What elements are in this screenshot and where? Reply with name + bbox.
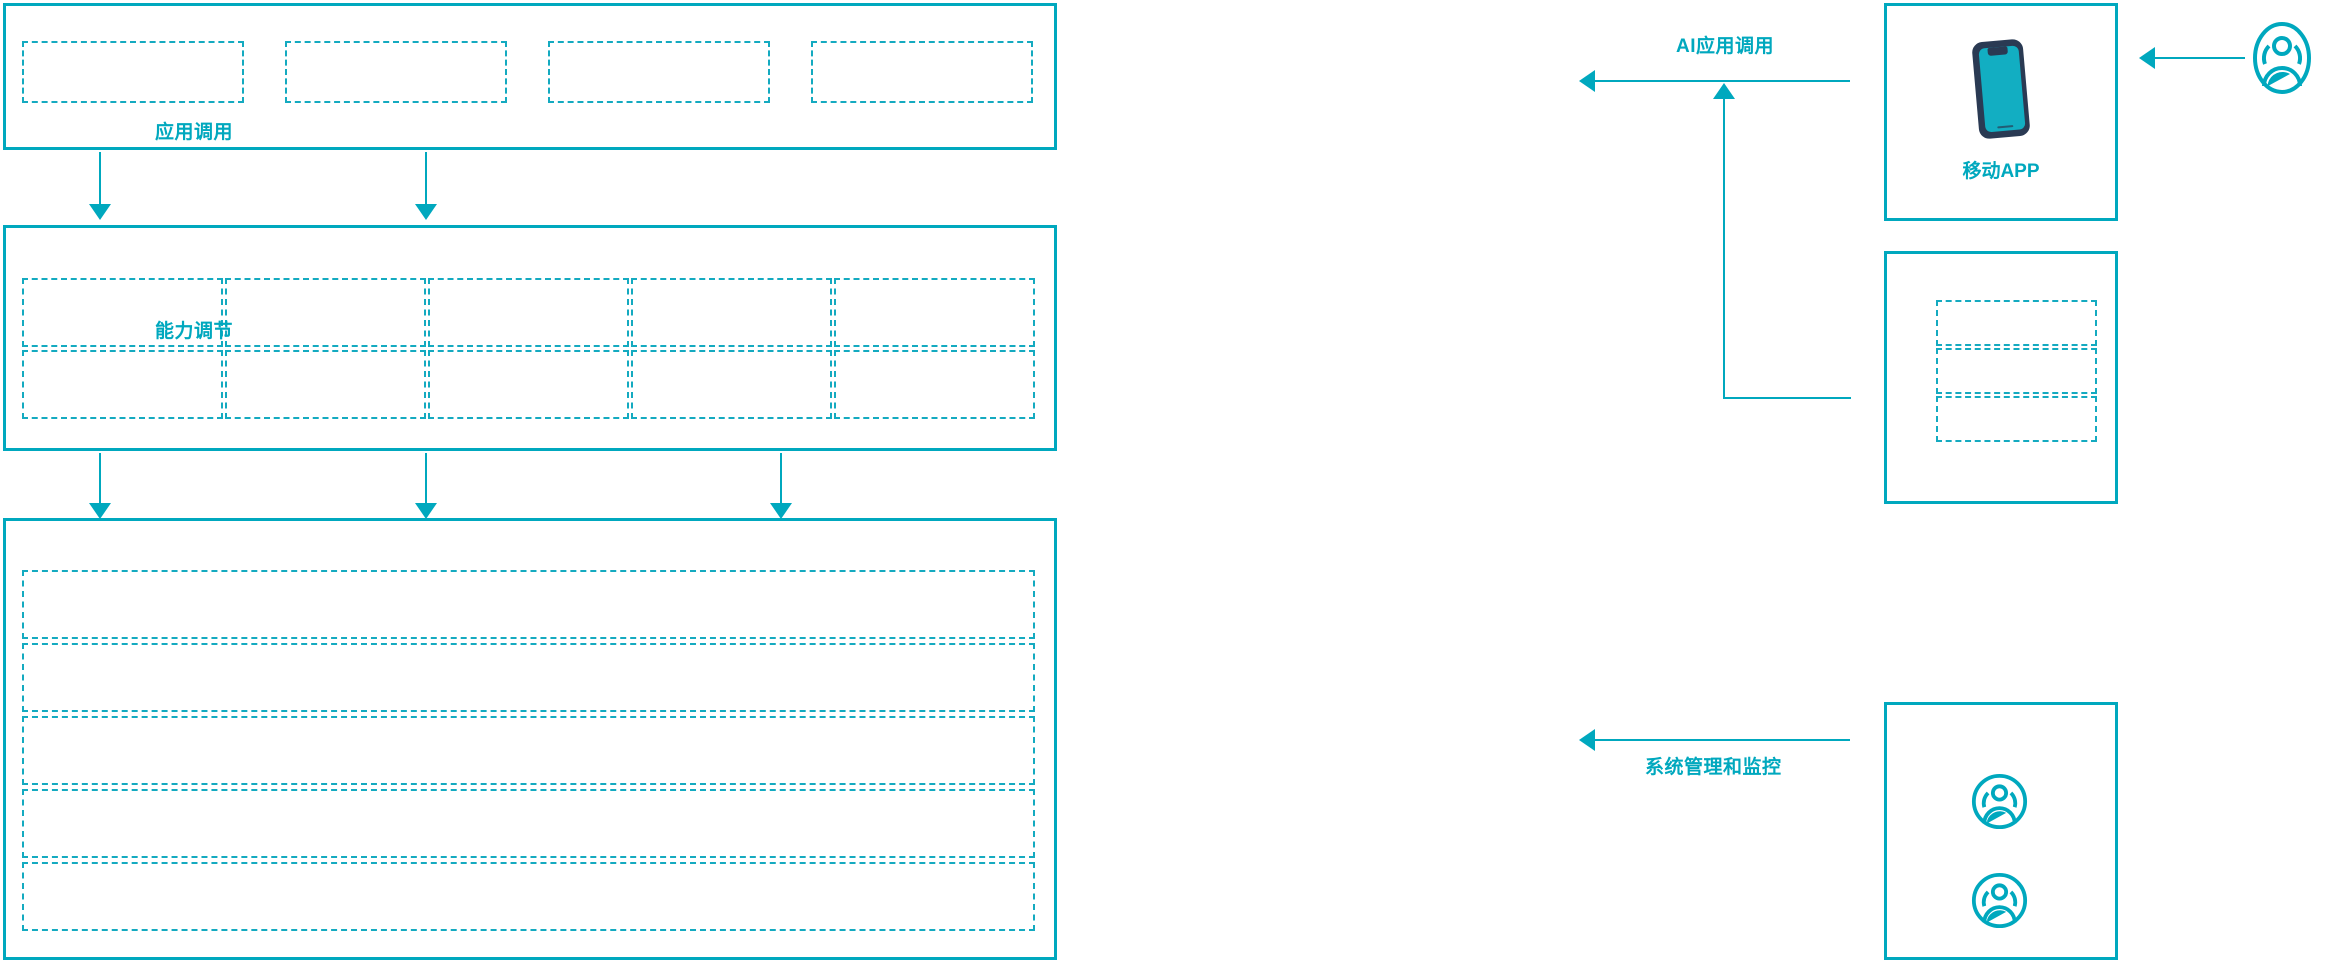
users-group-icon-svg [2253,22,2311,94]
platform-row-3[interactable] [22,716,1035,785]
channel-panel [1884,251,2118,504]
capability-slot-6[interactable] [22,350,223,419]
capability-arrow-head-3 [770,503,792,519]
capability-arrow-line-2 [425,453,427,503]
capability-arrow-line-3 [780,453,782,503]
capability-slot-8[interactable] [428,350,629,419]
application-slot-3[interactable] [548,41,770,103]
admin-user-icon-2[interactable] [1971,872,2028,934]
external-user-arrow-line [2155,57,2245,59]
capability-slot-9[interactable] [631,350,832,419]
smartphone-icon [1963,34,2039,149]
capability-arrow-head-1 [89,503,111,519]
ai-app-call-label: AI应用调用 [1676,36,1775,57]
application-layer-container [3,3,1057,150]
ai-app-call-arrow-head [1579,70,1595,92]
channel-slot-1[interactable] [1936,300,2097,346]
capability-slot-4[interactable] [631,278,832,347]
application-slot-1[interactable] [22,41,244,103]
capability-layer-container [3,225,1057,451]
capability-slot-3[interactable] [428,278,629,347]
external-user-icon[interactable] [2252,20,2312,101]
users-group-icon-svg [1971,773,2028,830]
admin-panel [1884,702,2118,960]
application-slot-2[interactable] [285,41,507,103]
capability-arrow-line-1 [99,453,101,503]
app-call-arrow-head-1 [89,204,111,220]
external-user-arrow-head [2139,47,2155,69]
app-call-arrow-line-2 [425,152,427,204]
platform-layer-container [3,518,1057,960]
capability-slot-2[interactable] [225,278,426,347]
application-slot-4[interactable] [811,41,1033,103]
channel-connector-arrow-head [1713,83,1735,99]
capability-adjust-label: 能力调节 [155,321,234,342]
users-group-icon-svg [1971,872,2028,929]
platform-row-4[interactable] [22,789,1035,858]
system-monitor-arrow-line [1595,739,1850,741]
app-call-arrow-head-2 [415,204,437,220]
app-call-label: 应用调用 [155,122,234,143]
capability-slot-5[interactable] [834,278,1035,347]
channel-connector-horizontal [1723,397,1851,399]
smartphone-icon-svg [1972,39,2030,139]
system-monitor-label: 系统管理和监控 [1645,757,1782,778]
channel-connector-vertical [1723,99,1725,398]
platform-row-1[interactable] [22,570,1035,639]
platform-row-5[interactable] [22,862,1035,931]
capability-slot-10[interactable] [834,350,1035,419]
capability-slot-7[interactable] [225,350,426,419]
capability-arrow-head-2 [415,503,437,519]
mobile-app-card[interactable]: 移动APP [1884,3,2118,221]
system-monitor-arrow-head [1579,729,1595,751]
channel-slot-2[interactable] [1936,348,2097,394]
capability-slot-1[interactable] [22,278,223,347]
platform-row-2[interactable] [22,643,1035,712]
channel-slot-3[interactable] [1936,396,2097,442]
app-call-arrow-line-1 [99,152,101,204]
ai-app-call-arrow-line [1595,80,1850,82]
admin-user-icon-1[interactable] [1971,773,2028,835]
mobile-app-label: 移动APP [1962,161,2040,182]
